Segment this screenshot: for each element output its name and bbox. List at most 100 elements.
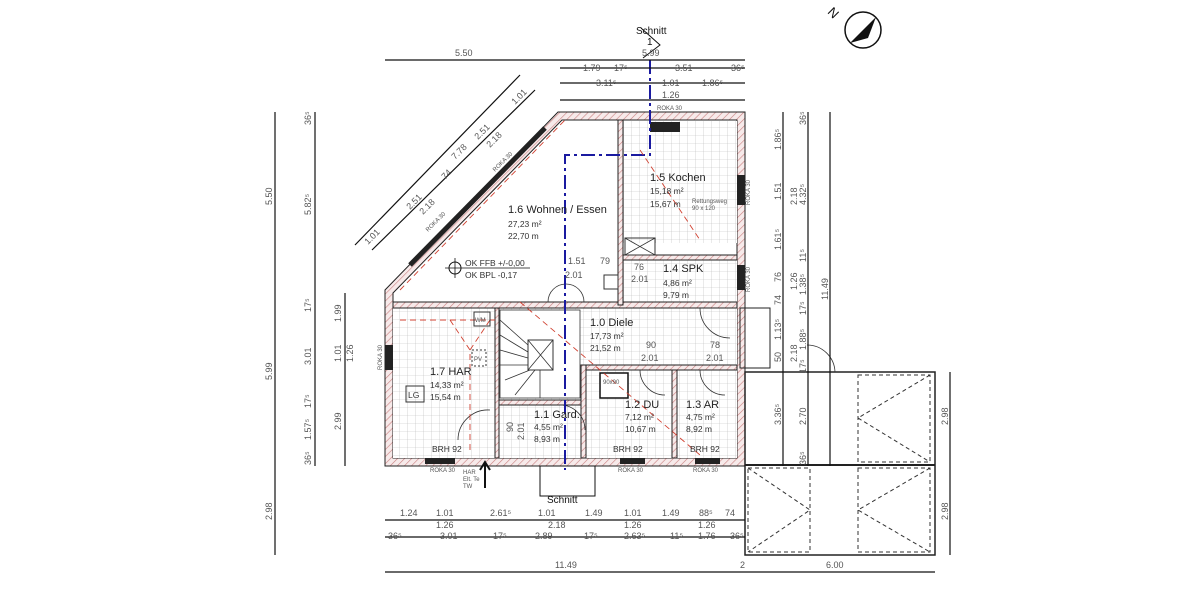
- dimension-label: 36⁵: [731, 63, 745, 73]
- dimension-label: 78: [710, 340, 720, 350]
- room-note: Rettungsweg: [692, 199, 727, 205]
- dimension-label: 17⁵: [303, 394, 313, 408]
- room-perimeter: 8,93 m: [534, 434, 560, 444]
- dimension-label: 2.18: [789, 187, 799, 205]
- dims-bottom: 1.24 1.01 2.61⁵ 1.01 1.49 1.01 1.49 88⁵ …: [388, 508, 844, 570]
- dimension-label: 2.98: [940, 407, 950, 425]
- dims-right: 1.86⁵ 1.51 1.61⁵ 76 74 1.13⁵ 50 3.36⁵ 36…: [773, 111, 950, 520]
- room-1-3: 1.3 AR 4,75 m² 8,92 m: [686, 399, 719, 434]
- room-name: 1.1 Gard.: [534, 409, 580, 421]
- dimension-label: 36⁵: [388, 531, 402, 541]
- room-note-size: 90 x 120: [692, 206, 716, 212]
- dimension-label: 74: [773, 295, 783, 305]
- dimension-label: 36⁵: [303, 451, 313, 465]
- dimension-label: 3.01: [303, 347, 313, 365]
- dimension-label: 2.99: [333, 412, 343, 430]
- dimension-label: 17⁵: [798, 301, 808, 315]
- dimension-label: 36⁵: [798, 111, 808, 125]
- room-1-7: 1.7 HAR 14,33 m² 15,54 m: [430, 366, 472, 402]
- section-top-number: 1: [647, 37, 653, 48]
- north-arrow-icon: N: [825, 4, 882, 49]
- room-area: 17,73 m²: [590, 331, 624, 341]
- dimension-label: 79: [600, 256, 610, 266]
- dimension-label: 2.98: [264, 502, 274, 520]
- dimension-label: 1.24: [400, 508, 418, 518]
- dimension-label: 50: [773, 352, 783, 362]
- dimension-label: 2.98: [940, 502, 950, 520]
- room-name: 1.6 Wohnen / Essen: [508, 204, 607, 216]
- room-name: 1.0 Diele: [590, 317, 633, 329]
- dimension-label: 6.00: [826, 560, 844, 570]
- dimension-label: 1.86⁵: [702, 78, 724, 88]
- dimension-label: 2.01: [516, 422, 526, 440]
- dimension-label: 1.57⁵: [303, 418, 313, 440]
- pv-label: PV: [474, 357, 482, 363]
- dimension-label: 5.99: [642, 48, 660, 58]
- dimension-label: 1.26: [345, 344, 355, 362]
- room-perimeter: 15,54 m: [430, 392, 461, 402]
- entrance-arrow-icon: [479, 460, 491, 488]
- dimension-label: 1.49: [662, 508, 680, 518]
- dimension-label: 2: [740, 560, 745, 570]
- dimension-label: 5.82⁵: [303, 193, 313, 215]
- dimension-label: 2.89: [535, 531, 553, 541]
- dimension-label: 1.49: [585, 508, 603, 518]
- dimension-label: 1.01: [509, 87, 528, 106]
- wm-label: WM: [475, 318, 486, 324]
- dimension-label: 1.01: [662, 78, 680, 88]
- room-perimeter: 10,67 m: [625, 424, 656, 434]
- brh-label: BRH 92: [613, 444, 643, 454]
- dimension-label: 1.76: [698, 531, 716, 541]
- room-1-5: 1.5 Kochen 15,18 m² 15,67 m Rettungsweg …: [650, 172, 727, 212]
- roka-label: ROKA 30: [746, 179, 752, 205]
- dimension-label: 3.51: [675, 63, 693, 73]
- dimension-label: 11.49: [555, 560, 577, 570]
- dimension-label: 90: [646, 340, 656, 350]
- section-line: [539, 27, 661, 497]
- level-marker: OK FFB +/-0,00 OK BPL -0,17: [445, 258, 530, 280]
- dimension-label: 17⁵: [584, 531, 598, 541]
- shower-label: 90x90: [603, 380, 620, 386]
- dimension-label: 1.01: [333, 344, 343, 362]
- har-connection-label: HAR: [463, 470, 476, 476]
- room-1-2: 1.2 DU 7,12 m² 10,67 m: [625, 399, 659, 434]
- dimension-label: 17⁵: [798, 359, 808, 373]
- roka-label: ROKA 30: [693, 468, 719, 474]
- opening-dims: 1.51 2.01 79 76 2.01 90 2.01 78 2.01 90 …: [505, 256, 724, 440]
- dimension-label: 5.99: [264, 362, 274, 380]
- dimension-label: 2.61⁵: [490, 508, 512, 518]
- roka-label: ROKA 30: [657, 106, 683, 112]
- dimension-label: 5.50: [264, 187, 274, 205]
- dimension-label: 5.50: [455, 48, 473, 58]
- room-1-1: 1.1 Gard. 4,55 m² 8,93 m: [534, 409, 580, 444]
- dimension-label: 2.70: [798, 407, 808, 425]
- room-name: 1.2 DU: [625, 399, 659, 411]
- dimension-label: 1.51: [568, 256, 586, 266]
- roka-label: ROKA 30: [618, 468, 644, 474]
- dimension-label: OK BPL -0,17: [465, 270, 517, 280]
- dimension-label: 2.01: [641, 353, 659, 363]
- dimension-label: 76: [773, 272, 783, 282]
- dimension-label: 2.18: [789, 344, 799, 362]
- dimension-label: 4.32⁵: [798, 183, 808, 205]
- dimension-label: 1.86⁵: [773, 128, 783, 150]
- dimension-label: 74: [439, 167, 453, 181]
- lg-label: LG: [408, 390, 419, 400]
- dimension-label: 36⁵: [798, 451, 808, 465]
- dimension-label: 1.79: [583, 63, 601, 73]
- svg-text:N: N: [825, 4, 842, 21]
- dimension-label: 36⁵: [730, 531, 744, 541]
- dimension-label: 2.18: [548, 520, 566, 530]
- dimension-label: 1.51: [773, 182, 783, 200]
- brh-label: BRH 92: [690, 444, 720, 454]
- room-name: 1.4 SPK: [663, 263, 704, 275]
- tw-label: TW: [463, 484, 473, 490]
- dimension-label: 1.38⁵: [798, 273, 808, 295]
- dimension-label: 2.63⁵: [624, 531, 646, 541]
- dimension-label: 74: [725, 508, 735, 518]
- room-perimeter: 22,70 m: [508, 231, 539, 241]
- dimension-label: 3.11⁵: [596, 78, 617, 88]
- room-1-6: 1.6 Wohnen / Essen 27,23 m² 22,70 m: [508, 204, 607, 241]
- dimension-label: 76: [634, 262, 644, 272]
